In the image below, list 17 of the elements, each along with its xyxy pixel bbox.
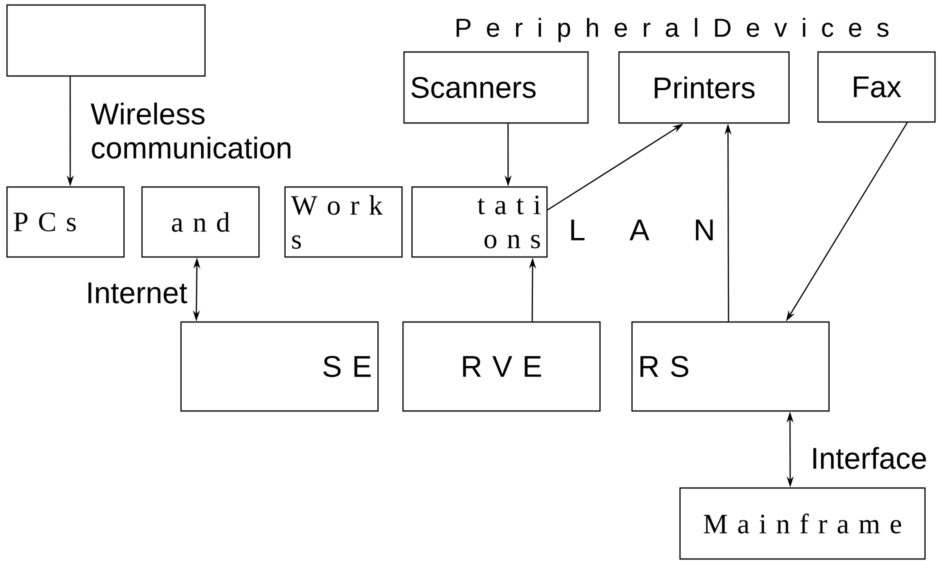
device-box: a n d [141,186,260,258]
device-box: S E [180,321,379,412]
device-box: Fax [817,51,936,123]
edge-label: Wireless communication [90,102,290,159]
device-box: Printers [618,51,790,124]
device-box: M a i n f r a m e [679,487,926,560]
edge-label: Interface [813,447,926,469]
device-box: R S [631,321,830,412]
device-box: t a t i o n s [411,186,548,258]
device-box: W o r k s [284,186,403,258]
edge-label: Internet [88,282,188,304]
device-box: P C s [6,186,125,258]
device-box [6,4,206,77]
device-box: R V E [402,321,601,412]
device-box: Scanners [403,51,589,124]
text-label: L A N [571,220,713,240]
text-label: P e r i p h e r a l D e v i c e s [456,18,888,42]
